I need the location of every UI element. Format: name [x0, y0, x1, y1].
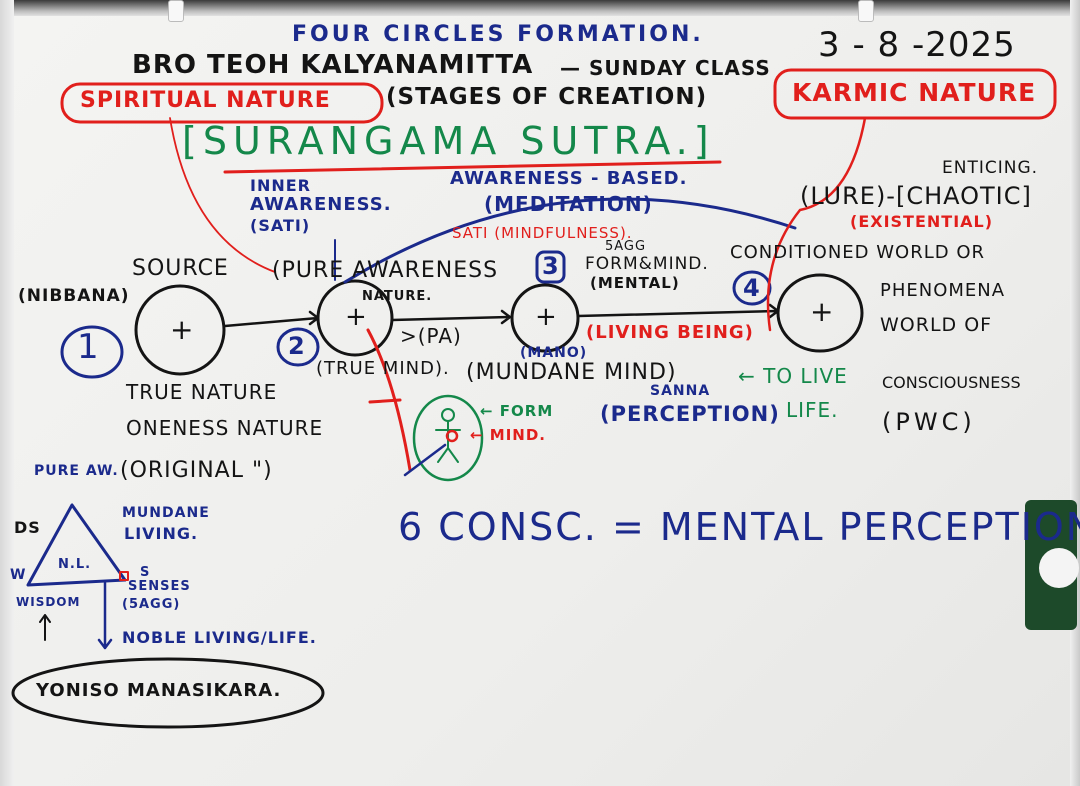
five-aggregates: 5AGG — [605, 239, 647, 254]
circle-number-3: 3 — [542, 252, 560, 280]
circle-1 — [134, 284, 226, 376]
triangle-ds: DS — [14, 518, 41, 537]
consciousness: CONSCIOUSNESS — [882, 373, 1021, 392]
phenomena: PHENOMENA — [880, 280, 1006, 301]
life: LIFE. — [786, 398, 839, 422]
circle-number-1: 1 — [77, 327, 100, 367]
karmic-nature-box — [773, 68, 1057, 120]
true-mind-red-line — [366, 328, 412, 472]
sati-mindfulness: SATI (MINDFULNESS). — [452, 224, 633, 242]
lure-chaotic: (LURE)-[CHAOTIC] — [800, 182, 1032, 210]
triangle-s: S — [140, 565, 151, 580]
triangle-nl: N.L. — [58, 557, 92, 572]
nature: NATURE. — [362, 289, 433, 304]
karmic-arrow — [766, 116, 867, 332]
triangle-living: LIVING. — [124, 524, 199, 543]
conditioned-world: CONDITIONED WORLD OR — [730, 242, 986, 263]
badge-3 — [535, 250, 566, 284]
triangle-mundane: MUNDANE — [122, 505, 210, 521]
karmic-nature: KARMIC NATURE — [792, 78, 1037, 107]
stages-of-creation: (STAGES OF CREATION) — [386, 84, 708, 110]
pa: >(PA) — [400, 324, 462, 348]
true-nature: TRUE NATURE — [126, 380, 278, 404]
teacher-name: BRO TEOH KALYANAMITTA — [132, 50, 534, 80]
sutra-title: [SURANGAMA SUTRA.] — [182, 119, 715, 163]
meditation: (MEDITATION) — [484, 192, 653, 216]
sati: (SATI) — [250, 216, 311, 235]
circle-4 — [776, 273, 864, 353]
plus-icon: + — [810, 295, 835, 328]
circle-3 — [510, 283, 580, 353]
spiritual-nature-box — [60, 82, 384, 124]
world-of: WORLD OF — [880, 314, 993, 336]
pwc: (PWC) — [882, 408, 976, 436]
triangle-senses: SENSES — [128, 579, 191, 594]
triangle-w: W — [10, 567, 27, 583]
mano: (MANO) — [520, 345, 588, 361]
mental: (MENTAL) — [590, 274, 680, 292]
badge-4 — [732, 270, 772, 306]
oneness-nature: ONENESS NATURE — [126, 416, 324, 440]
yoniso-oval — [11, 657, 325, 729]
class-label: — SUNDAY CLASS — [560, 56, 771, 80]
spiritual-nature: SPIRITUAL NATURE — [80, 88, 331, 113]
triangle-5agg: (5AGG) — [122, 597, 181, 612]
date: 3 - 8 -2025 — [818, 25, 1016, 65]
yoniso-manasikara: YONISO MANASIKARA. — [36, 680, 282, 701]
plus-icon: + — [535, 302, 558, 332]
inner-awareness-2: AWARENESS. — [250, 194, 392, 215]
badge-1 — [60, 325, 124, 379]
form-and-mind: FORM&MIND. — [585, 254, 709, 274]
board-frame-top — [0, 0, 1080, 16]
spiritual-arrow — [169, 117, 276, 273]
figure-circle — [412, 394, 484, 482]
circle-number-2: 2 — [288, 332, 306, 360]
circle-number-4: 4 — [743, 274, 761, 302]
source: SOURCE — [132, 256, 229, 281]
arrow-2-3 — [390, 309, 512, 325]
inner-awareness: INNER — [250, 176, 311, 195]
plus-icon: + — [170, 313, 195, 346]
noble-living: NOBLE LIVING/LIFE. — [122, 628, 317, 647]
triangle — [26, 503, 127, 587]
form-label: ← FORM — [480, 402, 554, 420]
true-mind: (TRUE MIND). — [316, 358, 450, 379]
board-clip — [858, 0, 874, 22]
mundane-mind: (MUNDANE MIND) — [466, 360, 677, 385]
plus-icon: + — [345, 302, 368, 332]
sutra-underline — [223, 160, 722, 174]
badge-2 — [276, 327, 320, 367]
mind-label: ← MIND. — [470, 426, 547, 444]
six-consciousness-equation: 6 CONSC. = MENTAL PERCEPTION. — [398, 505, 1080, 549]
existential: (EXISTENTIAL) — [850, 212, 994, 231]
board-frame-left — [0, 0, 14, 786]
triangle-wisdom: WISDOM — [16, 595, 81, 609]
nibbana: (NIBBANA) — [18, 286, 130, 306]
awareness-based: AWARENESS - BASED. — [450, 168, 688, 189]
sanna: SANNA — [650, 383, 711, 399]
to-live: ← TO LIVE — [738, 364, 848, 388]
original: (ORIGINAL ") — [120, 458, 273, 483]
board-clip — [168, 0, 184, 22]
triangle-pure-awareness: PURE AW. — [34, 463, 119, 479]
eraser-magnet — [1025, 500, 1079, 630]
enticing: ENTICING. — [942, 158, 1039, 178]
perception: (PERCEPTION) — [600, 402, 780, 426]
living-being: (LIVING BEING) — [586, 322, 754, 343]
meditation-arc — [343, 197, 797, 284]
arrow-1-2 — [223, 310, 320, 328]
arrow-3-4 — [576, 303, 780, 319]
board-title: FOUR CIRCLES FORMATION. — [292, 22, 704, 47]
pure-awareness: (PURE AWARENESS — [272, 258, 499, 283]
board-frame-right — [1070, 0, 1080, 786]
